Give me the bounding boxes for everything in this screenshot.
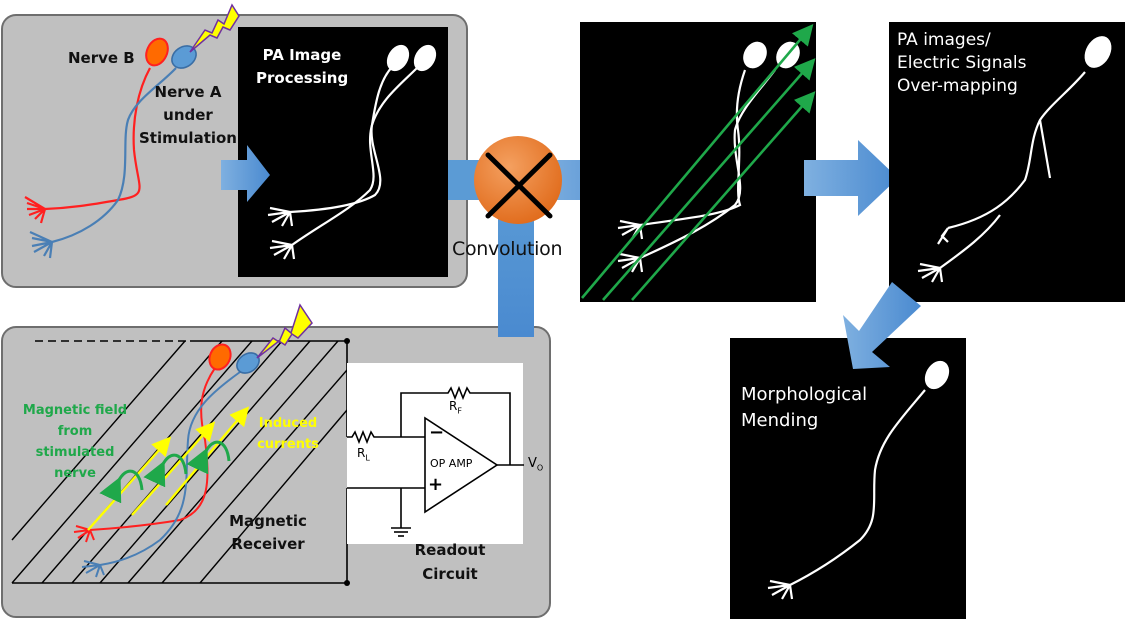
overmapping-nerve — [917, 71, 1086, 283]
mending-title: Morphological Mending — [741, 382, 867, 434]
induced-currents-line-2: currents — [257, 437, 319, 452]
nerve-a-line-3: Stimulation — [139, 129, 237, 147]
receiver-nerve-b-soma — [208, 343, 232, 371]
opamp-minus: − — [429, 422, 445, 443]
overmapping-soma — [1084, 36, 1112, 68]
arrow-to-pa-box — [221, 145, 270, 202]
mending-line-2: Mending — [741, 410, 819, 431]
magnetic-receiver-line-2: Receiver — [231, 535, 305, 553]
pa-white-nerves — [267, 66, 419, 260]
nerve-b-soma — [145, 37, 169, 67]
magnetic-field-label: Magnetic field from stimulated nerve — [20, 400, 130, 484]
readout-circuit-label: Readout Circuit — [410, 538, 490, 586]
mending-nerve — [767, 389, 926, 600]
rl-sub: L — [365, 453, 370, 463]
overmapping-line-2: Electric Signals — [897, 53, 1027, 73]
vo-letter: V — [528, 456, 537, 471]
stimulation-lightning-icon — [189, 3, 240, 53]
nerve-a — [29, 67, 177, 259]
pa-image-box — [238, 27, 448, 277]
pa-soma-1 — [386, 44, 410, 72]
rf-sub: F — [457, 406, 462, 416]
opamp-plus: + — [428, 474, 444, 495]
overmapping-title: PA images/ Electric Signals Over-mapping — [897, 29, 1026, 98]
field-line-3 — [631, 91, 816, 301]
overmapping-line-3: Over-mapping — [897, 76, 1018, 96]
overmapping-line-1: PA images/ — [897, 30, 991, 50]
induced-current-2 — [131, 421, 216, 516]
convolution-operator — [474, 136, 562, 224]
magnetic-field-curls — [99, 440, 231, 504]
arrow-to-mending — [843, 282, 921, 369]
nerve-b-label: Nerve B — [68, 49, 135, 67]
receiver-nerve-a — [81, 371, 241, 578]
vo-label: VO — [528, 456, 543, 473]
arrow-to-overmapping — [804, 140, 898, 216]
field-line-2 — [602, 58, 816, 301]
readout-circuit-line-1: Readout — [414, 541, 486, 559]
convolution-label: Convolution — [452, 238, 563, 260]
mending-line-1: Morphological — [741, 384, 868, 405]
magnetic-receiver-label: Magnetic Receiver — [218, 510, 318, 556]
overlay-field-lines — [581, 24, 816, 301]
mending-soma — [924, 360, 950, 390]
receiver-coil-lines — [11, 340, 348, 584]
opamp-circuit — [347, 385, 524, 537]
pa-soma-2 — [413, 44, 437, 72]
field-line-1 — [581, 24, 814, 299]
magnetic-field-line-3: nerve — [54, 466, 96, 481]
induced-currents-label: Induced currents — [253, 413, 323, 455]
opamp-label: OP AMP — [430, 457, 473, 470]
vo-sub: O — [536, 463, 544, 473]
opamp-triangle — [424, 416, 499, 514]
pa-processing-line-2: Processing — [256, 69, 349, 87]
rl-label: RL — [357, 446, 370, 462]
receiver-lightning-icon — [256, 303, 313, 359]
nerve-a-line-1: Nerve A — [154, 83, 222, 101]
pa-processing-title: PA Image Processing — [256, 44, 348, 90]
overlay-soma-1 — [743, 41, 767, 69]
magnetic-receiver-line-1: Magnetic — [229, 512, 307, 530]
junction-dot-top — [344, 338, 350, 344]
nerve-a-label: Nerve A under Stimulation — [138, 81, 238, 150]
pa-processing-line-1: PA Image — [262, 46, 342, 64]
rf-label: RF — [449, 399, 462, 415]
readout-circuit-line-2: Circuit — [422, 565, 478, 583]
induced-currents-line-1: Induced — [258, 416, 318, 431]
magnetic-field-line-1: Magnetic field — [22, 403, 128, 418]
rf-letter: R — [449, 399, 458, 413]
overmapping-box — [889, 22, 1125, 302]
rl-letter: R — [357, 446, 366, 460]
nerve-a-line-2: under — [163, 106, 213, 124]
induced-current-1 — [87, 436, 172, 531]
junction-dot-bottom — [344, 580, 350, 586]
magnetic-field-line-2: from stimulated — [35, 424, 115, 460]
